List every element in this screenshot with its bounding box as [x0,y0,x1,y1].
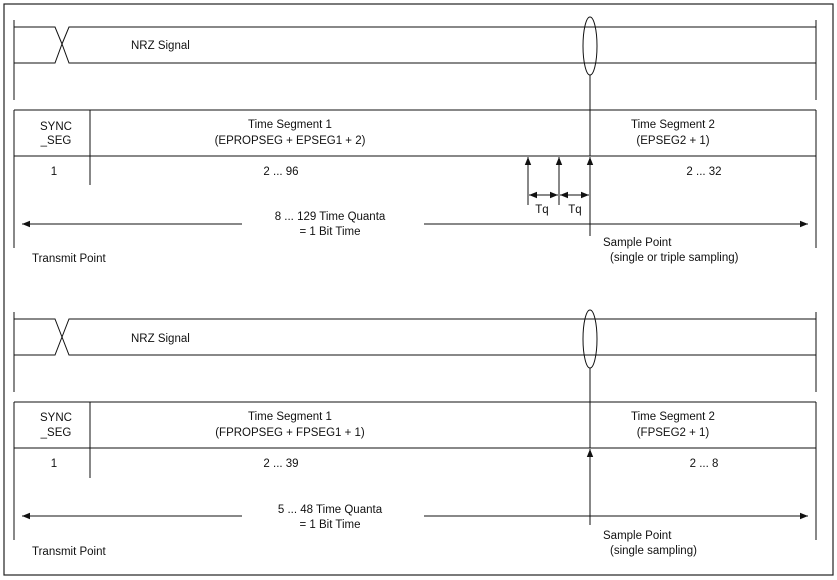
sync-seg-value: 1 [51,166,57,178]
panel-nominal-bit-timing: NRZ Signal SYNC _SEG Time Segment 1 (EPR… [13,16,817,265]
sample-point-label: Sample Point [603,530,672,542]
time-segment-2-title: Time Segment 2 [631,411,715,423]
bit-time-label: = 1 Bit Time [299,519,360,531]
panel-data-phase-bit-timing: NRZ Signal SYNC _SEG Time Segment 1 (FPR… [13,309,817,558]
time-segment-2-formula: (FPSEG2 + 1) [637,427,710,439]
time-segment-1-range: 2 ... 39 [263,458,298,470]
sample-point-description: (single or triple sampling) [610,252,739,264]
nrz-signal-label: NRZ Signal [131,40,190,52]
time-segment-1-range: 2 ... 96 [263,166,298,178]
nrz-signal-label: NRZ Signal [131,333,190,345]
time-segment-1-formula: (FPROPSEG + FPSEG1 + 1) [215,427,365,439]
sync-seg-label-line2: _SEG [40,427,72,439]
tq-label-2: Tq [568,204,581,216]
time-segment-2-range: 2 ... 32 [686,166,721,178]
time-segment-2-formula: (EPSEG2 + 1) [636,135,709,147]
sync-seg-value: 1 [51,458,57,470]
bit-time-label: = 1 Bit Time [299,226,360,238]
time-segment-1-title: Time Segment 1 [248,411,332,423]
time-segment-1-formula: (EPROPSEG + EPSEG1 + 2) [215,135,366,147]
segment-bar [13,109,817,248]
tq-label-1: Tq [535,204,548,216]
time-quanta-label: 8 ... 129 Time Quanta [275,211,386,223]
sync-seg-label-line1: SYNC [40,412,72,424]
nrz-bottom-line [14,335,816,356]
sample-point-label: Sample Point [603,237,672,249]
nrz-bottom-line [14,42,816,64]
transmit-point-label: Transmit Point [32,546,107,558]
time-segment-1-title: Time Segment 1 [248,119,332,131]
time-quanta-label: 5 ... 48 Time Quanta [278,504,383,516]
time-segment-2-title: Time Segment 2 [631,119,715,131]
segment-bar [13,401,817,540]
sync-seg-label-line2: _SEG [40,135,72,147]
sample-point-ellipse [582,16,598,76]
sync-seg-label-line1: SYNC [40,121,72,133]
diagram-frame [3,3,834,576]
sample-point-description: (single sampling) [610,545,697,557]
nrz-signal-waveform [13,312,817,392]
transmit-point-label: Transmit Point [32,253,107,265]
time-segment-2-range: 2 ... 8 [690,458,719,470]
nrz-signal-waveform [13,20,817,100]
